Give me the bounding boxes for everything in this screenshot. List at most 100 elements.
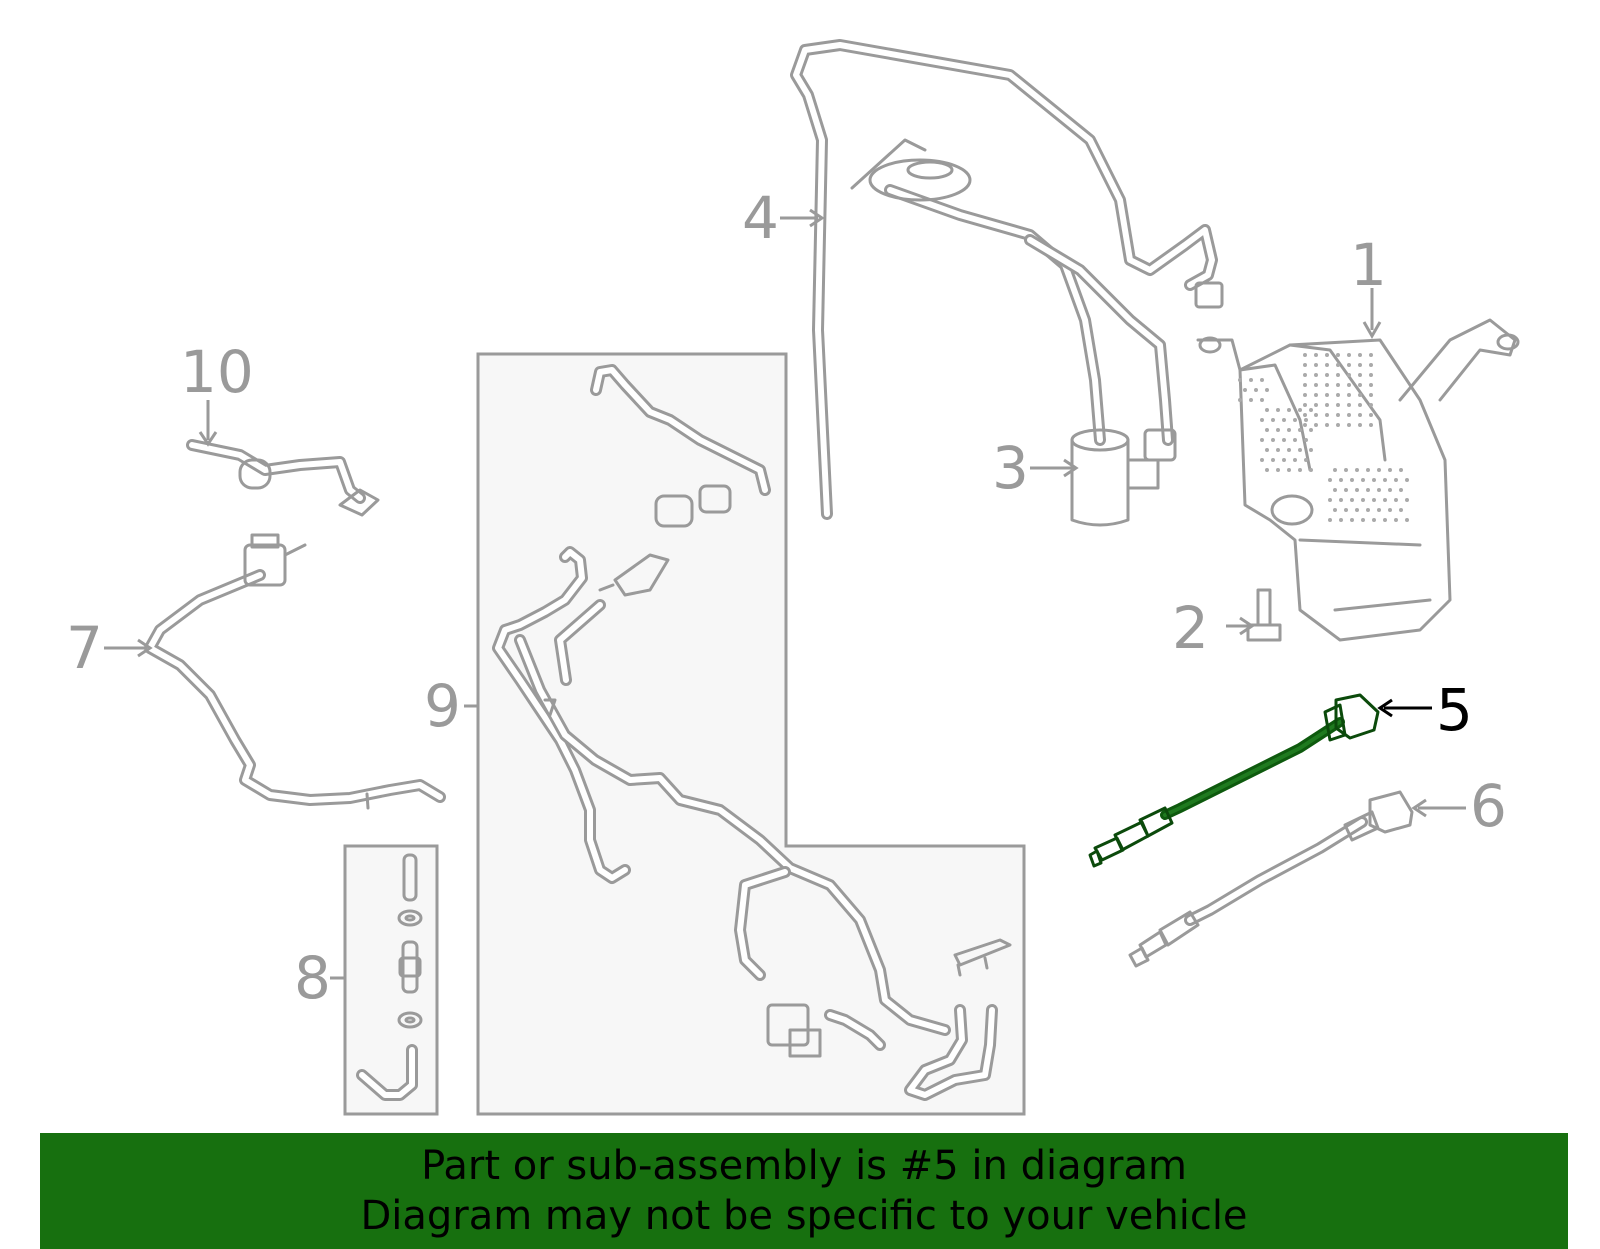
- vent-dot: [1394, 498, 1398, 502]
- vent-dot: [1298, 468, 1302, 472]
- vent-dot: [1372, 498, 1376, 502]
- callout-1: 1: [1350, 231, 1387, 299]
- vent-dot: [1282, 438, 1286, 442]
- callout-6: 6: [1470, 772, 1507, 840]
- vent-dot: [1383, 498, 1387, 502]
- vent-dot: [1276, 448, 1280, 452]
- vent-dot: [1344, 488, 1348, 492]
- vent-dot: [1377, 468, 1381, 472]
- vent-dot: [1254, 388, 1258, 392]
- vent-dot: [1293, 438, 1297, 442]
- vent-dot: [1350, 498, 1354, 502]
- parts-diagram: 1 2 3 4 5 6 7 8 9 10: [66, 39, 1520, 1116]
- vent-dot: [1260, 378, 1264, 382]
- vent-dot: [1314, 413, 1318, 417]
- vent-dot: [1355, 468, 1359, 472]
- vent-dot: [1369, 353, 1373, 357]
- vent-dot: [1358, 383, 1362, 387]
- vent-dot: [1369, 383, 1373, 387]
- vent-dot: [1372, 478, 1376, 482]
- vent-dot: [1314, 353, 1318, 357]
- vent-dot: [1328, 498, 1332, 502]
- vent-dot: [1336, 393, 1340, 397]
- vent-dot: [1303, 423, 1307, 427]
- vent-dot: [1243, 388, 1247, 392]
- vent-dot: [1399, 468, 1403, 472]
- vent-dot: [1369, 393, 1373, 397]
- callout-5: 5: [1436, 676, 1473, 744]
- vent-dot: [1372, 518, 1376, 522]
- vent-dot: [1361, 478, 1365, 482]
- part-9-vapor-line-assembly: [492, 364, 1012, 1101]
- vent-dot: [1405, 478, 1409, 482]
- vent-dot: [1366, 488, 1370, 492]
- vent-dot: [1303, 363, 1307, 367]
- vent-dot: [1265, 428, 1269, 432]
- vent-dot: [1325, 413, 1329, 417]
- vent-dot: [1339, 498, 1343, 502]
- part-5-oxygen-sensor-highlighted: [1088, 693, 1380, 868]
- vent-dot: [1405, 498, 1409, 502]
- vent-dot: [1333, 488, 1337, 492]
- vent-dot: [1260, 438, 1264, 442]
- vent-dot: [1388, 508, 1392, 512]
- vent-dot: [1347, 363, 1351, 367]
- vent-dot: [1309, 468, 1313, 472]
- vent-dot: [1369, 403, 1373, 407]
- vent-dot: [1303, 353, 1307, 357]
- vent-dot: [1347, 353, 1351, 357]
- vent-dot: [1309, 428, 1313, 432]
- vent-dot: [1325, 363, 1329, 367]
- part-2-bolt: [1246, 588, 1282, 642]
- vent-dot: [1336, 403, 1340, 407]
- part-10-vapor-line: [186, 439, 380, 517]
- vent-dot: [1350, 518, 1354, 522]
- vent-dot: [1328, 478, 1332, 482]
- vent-dot: [1369, 363, 1373, 367]
- vent-dot: [1260, 418, 1264, 422]
- vent-dot: [1347, 423, 1351, 427]
- vent-dot: [1249, 378, 1253, 382]
- vent-dot: [1282, 458, 1286, 462]
- vent-dot: [1399, 508, 1403, 512]
- vent-dot: [1271, 418, 1275, 422]
- vent-dot: [1287, 448, 1291, 452]
- vent-dot: [1333, 508, 1337, 512]
- vent-dot: [1328, 518, 1332, 522]
- vent-dot: [1287, 428, 1291, 432]
- vent-dot: [1260, 398, 1264, 402]
- vent-dot: [1282, 418, 1286, 422]
- vent-dot: [1377, 508, 1381, 512]
- vent-dot: [1265, 388, 1269, 392]
- part-1-charcoal-canister: [1196, 318, 1520, 642]
- vent-dot: [1383, 518, 1387, 522]
- vent-dot: [1276, 468, 1280, 472]
- vent-dot: [1336, 413, 1340, 417]
- callout-2: 2: [1172, 594, 1209, 662]
- vent-dot: [1344, 468, 1348, 472]
- vent-dot: [1238, 378, 1242, 382]
- vent-dot: [1271, 438, 1275, 442]
- part-3-purge-valve: [850, 138, 1177, 527]
- vent-dot: [1347, 393, 1351, 397]
- leader-lines: [104, 208, 1466, 980]
- vent-dot: [1314, 403, 1318, 407]
- vent-dot: [1303, 373, 1307, 377]
- info-banner: Part or sub-assembly is #5 in diagram Di…: [40, 1133, 1568, 1249]
- part-7-vapor-line: [144, 533, 446, 810]
- vent-dot: [1303, 393, 1307, 397]
- vent-dot: [1347, 413, 1351, 417]
- part-9-inset-box: [476, 352, 1026, 1116]
- vent-dot: [1355, 508, 1359, 512]
- part-1-canister-vent-pattern: [1238, 353, 1409, 522]
- callout-3: 3: [992, 434, 1029, 502]
- vent-dot: [1369, 373, 1373, 377]
- vent-dot: [1369, 413, 1373, 417]
- vent-dot: [1358, 403, 1362, 407]
- vent-dot: [1358, 373, 1362, 377]
- vent-dot: [1339, 478, 1343, 482]
- vent-dot: [1339, 518, 1343, 522]
- vent-dot: [1260, 458, 1264, 462]
- vent-dot: [1303, 383, 1307, 387]
- vent-dot: [1314, 383, 1318, 387]
